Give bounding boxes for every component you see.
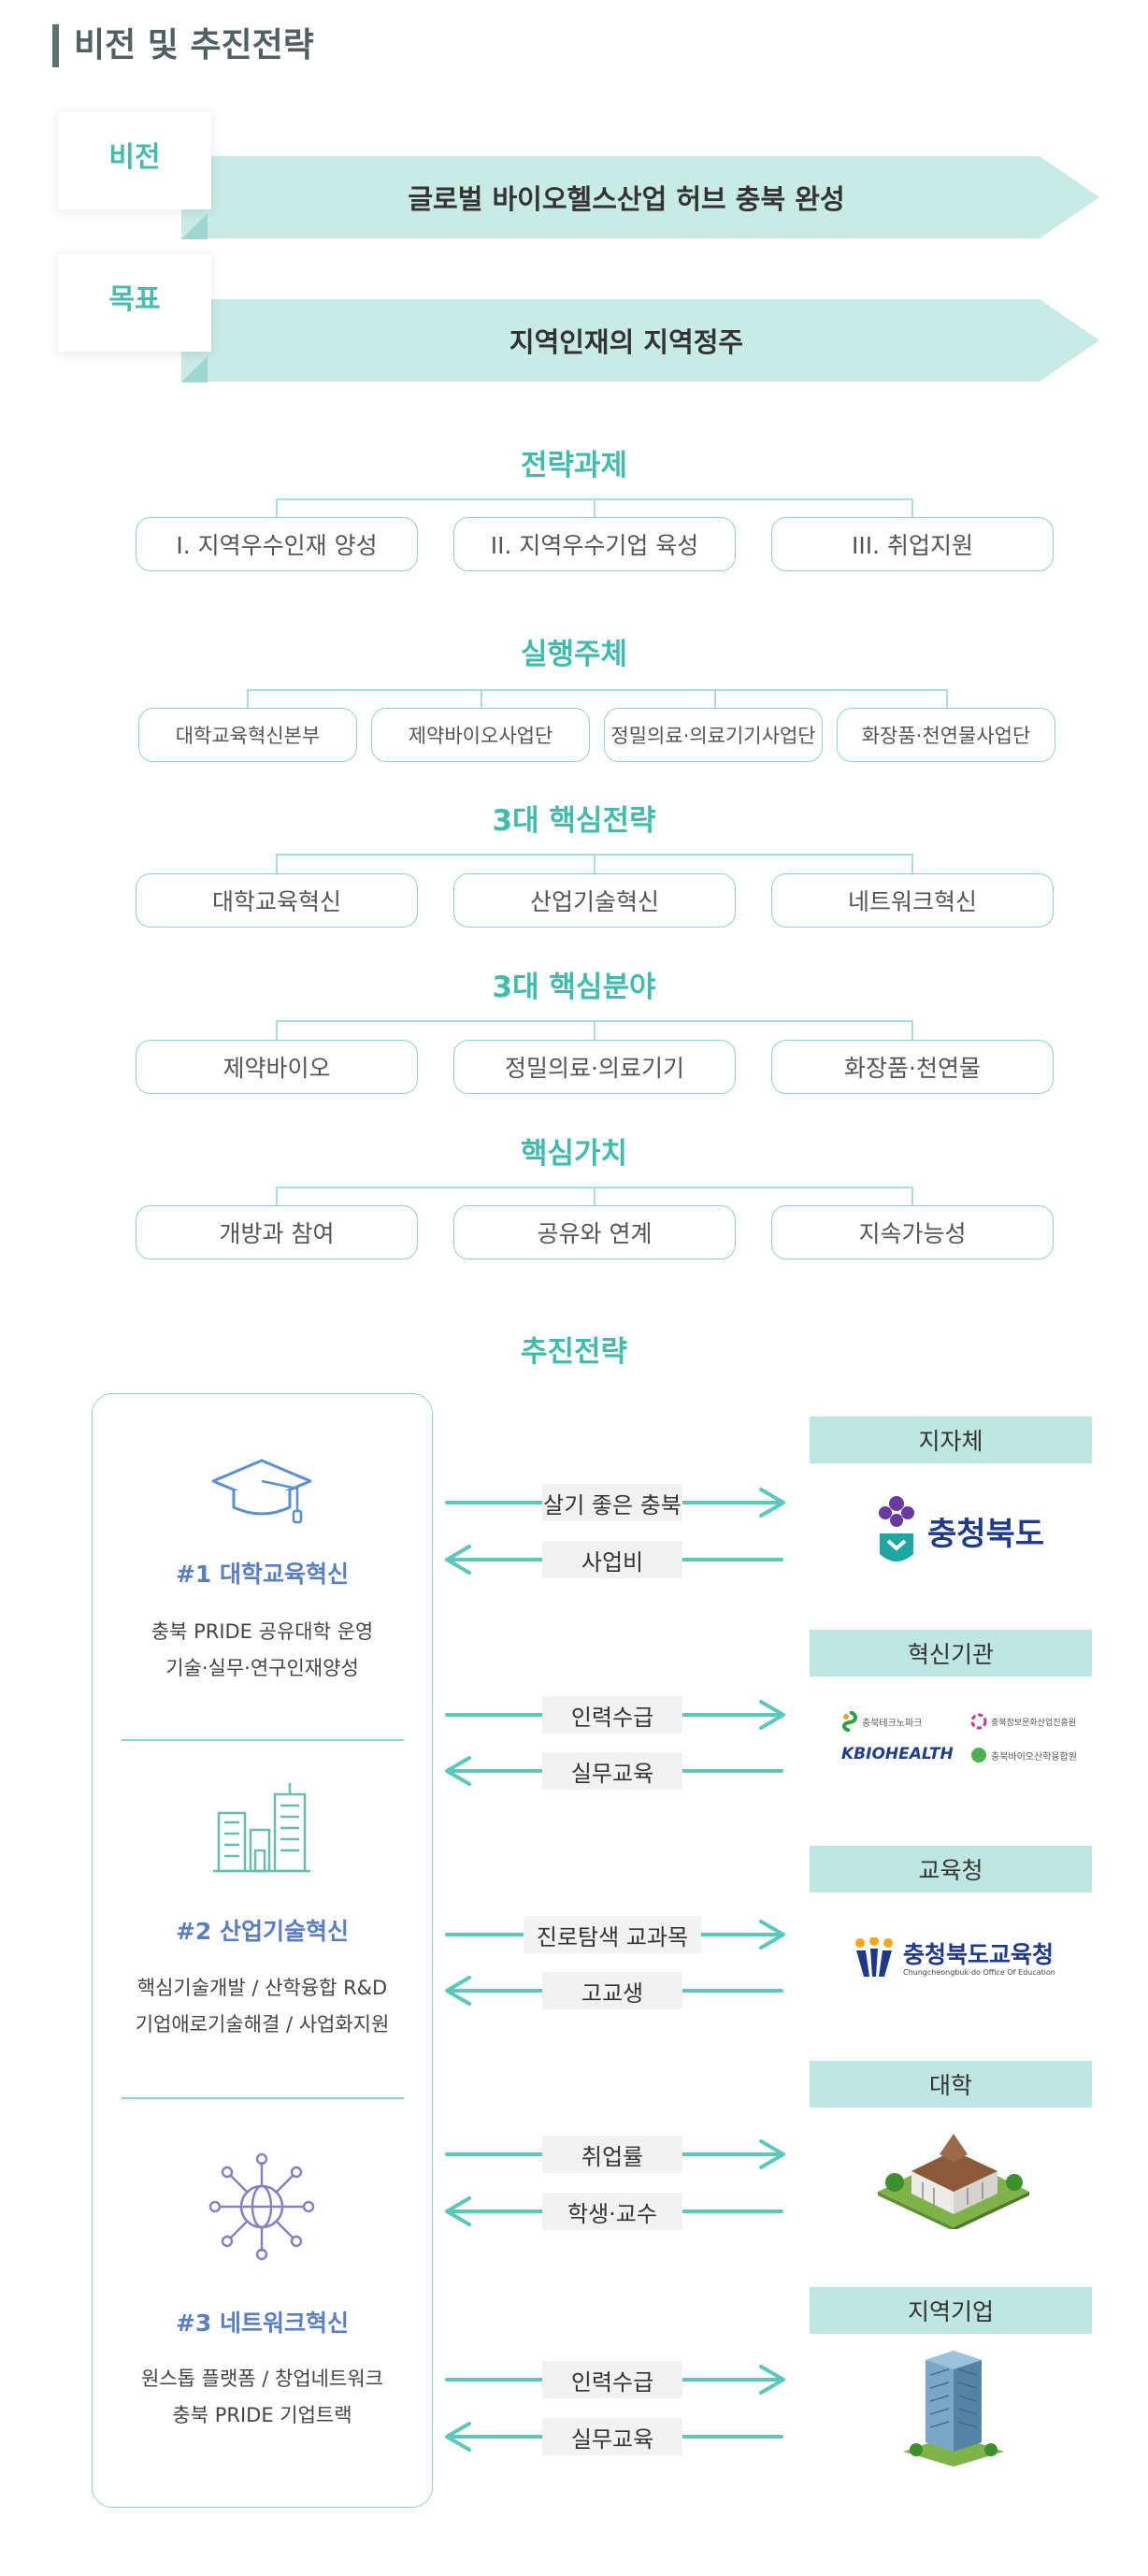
logo-text: 충북정보문화산업진흥원 xyxy=(991,1718,1077,1728)
partner-header: 혁신기관 xyxy=(810,1630,1092,1677)
executor-pill: 정밀의료·의료기기사업단 xyxy=(604,708,823,762)
executors-title: 실행주체 xyxy=(520,638,628,671)
graduation-cap-icon xyxy=(211,1459,312,1524)
executor-pill: 제약바이오사업단 xyxy=(371,708,590,762)
goal-banner: 지역인재의 지역정주 xyxy=(181,299,1099,381)
logo-text: 충북테크노파크 xyxy=(862,1718,923,1729)
chungbuk-logo: 충청북도 xyxy=(877,1494,1044,1567)
strategy-2-line-2: 기업애로기술해결 / 사업화지원 xyxy=(135,2013,390,2036)
education-office-text: 충청북도교육청 Chungcheongbuk-do Office Of Educ… xyxy=(903,1940,1055,1977)
logo-chungbuk-bio-alliance: 충북바이오산학융합원 xyxy=(970,1747,1077,1763)
technopark-icon xyxy=(842,1711,857,1732)
buildings-icon xyxy=(213,1783,310,1873)
education-office-logo: 충청북도교육청 Chungcheongbuk-do Office Of Educ… xyxy=(853,1937,1055,1980)
logo-chungbuk-technopark: 충북테크노파크 xyxy=(841,1711,922,1732)
core-value-pill: 지속가능성 xyxy=(771,1205,1054,1259)
core-value-pill: 공유와 연계 xyxy=(453,1205,736,1259)
strategy-1-line-2: 기술·실무·연구인재양성 xyxy=(165,1657,359,1679)
vision-banner: 글로벌 바이오헬스산업 허브 충북 완성 xyxy=(181,156,1099,238)
strategy-1-line-1: 충북 PRIDE 공유대학 운영 xyxy=(151,1620,374,1643)
strategy-3-line-2: 충북 PRIDE 기업트랙 xyxy=(172,2404,352,2426)
logo-kbiohealth: KBIOHEALTH xyxy=(841,1745,954,1763)
education-office-english: Chungcheongbuk-do Office Of Education xyxy=(903,1967,1055,1977)
partner-header: 지역기업 xyxy=(810,2287,1092,2334)
university-building-icon xyxy=(878,2134,1029,2229)
core-field-pill: 제약바이오 xyxy=(136,1040,418,1094)
flow-label-from: 사업비 xyxy=(542,1541,682,1578)
core-field-pill: 화장품·천연물 xyxy=(771,1040,1054,1094)
partner-header: 교육청 xyxy=(810,1846,1092,1892)
promotion-title: 추진전략 xyxy=(520,1335,628,1369)
core-fields-title: 3대 핵심분야 xyxy=(492,971,656,1004)
goal-text: 지역인재의 지역정주 xyxy=(509,326,744,358)
flow-label-to: 취업률 xyxy=(542,2136,682,2173)
vision-text: 글로벌 바이오헬스산업 허브 충북 완성 xyxy=(408,183,845,215)
core-value-pill: 개방과 참여 xyxy=(136,1205,418,1259)
vision-label: 비전 xyxy=(58,112,211,209)
partner-header: 대학 xyxy=(810,2061,1092,2108)
flow-label-from: 고교생 xyxy=(542,1972,682,2009)
partner-header: 지자체 xyxy=(810,1417,1092,1463)
core-strategy-pill: 산업기술혁신 xyxy=(453,873,736,928)
strategic-task-pill: II. 지역우수기업 육성 xyxy=(453,517,736,571)
strategy-2-line-1: 핵심기술개발 / 산학융합 R&D xyxy=(136,1977,388,1999)
education-office-emblem-icon xyxy=(855,1937,893,1977)
core-strategies-title: 3대 핵심전략 xyxy=(492,804,656,838)
ring-logo-icon xyxy=(970,1713,987,1730)
flow-label-to: 인력수급 xyxy=(542,1696,682,1734)
core-strategy-pill: 네트워크혁신 xyxy=(771,873,1054,928)
goal-label: 목표 xyxy=(58,254,211,352)
core-field-pill: 정밀의료·의료기기 xyxy=(453,1040,736,1094)
flow-label-from: 학생·교수 xyxy=(542,2193,682,2230)
flow-label-from: 실무교육 xyxy=(542,1752,682,1790)
strategic-task-pill: I. 지역우수인재 양성 xyxy=(136,517,418,571)
innovation-institutes-logos: 충북테크노파크 충북정보문화산업진흥원 KBIOHEALTH 충북바이오산학융합… xyxy=(839,1707,1092,1773)
core-strategy-pill: 대학교육혁신 xyxy=(136,873,418,928)
executor-pill: 화장품·천연물사업단 xyxy=(837,708,1055,762)
strategy-divider xyxy=(122,2097,404,2099)
executor-pill: 대학교육혁신본부 xyxy=(138,708,357,762)
bio-logo-icon xyxy=(971,1748,986,1763)
network-globe-icon xyxy=(208,2152,315,2261)
goal-fold xyxy=(181,356,208,382)
strategy-2-title: #2 산업기술혁신 xyxy=(175,1918,350,1945)
strategy-3-title: #3 네트워크혁신 xyxy=(175,2310,350,2337)
logo-chungbuk-ict-agency: 충북정보문화산업진흥원 xyxy=(970,1713,1076,1730)
office-tower-icon xyxy=(903,2351,1004,2467)
chungbuk-logo-text: 충청북도 xyxy=(927,1515,1045,1553)
flow-label-to: 진로탐색 교과목 xyxy=(524,1916,701,1953)
strategy-3-line-1: 원스톱 플랫폼 / 창업네트워크 xyxy=(141,2367,383,2390)
core-values-title: 핵심가치 xyxy=(520,1137,628,1171)
vision-fold xyxy=(181,213,208,239)
strategy-panel xyxy=(92,1393,433,2508)
logo-text: 충북바이오산학융합원 xyxy=(991,1751,1077,1763)
strategic-tasks-title: 전략과제 xyxy=(520,449,628,482)
strategy-divider xyxy=(122,1739,404,1741)
flow-label-to: 인력수급 xyxy=(542,2361,682,2398)
education-office-name: 충청북도교육청 xyxy=(903,1940,1055,1968)
strategic-task-pill: III. 취업지원 xyxy=(771,517,1054,571)
page-title: 비전 및 추진전략 xyxy=(52,24,314,67)
flow-label-from: 실무교육 xyxy=(542,2418,682,2455)
chungbuk-emblem-icon xyxy=(879,1496,914,1561)
flow-label-to: 살기 좋은 충북 xyxy=(542,1484,682,1521)
strategy-1-title: #1 대학교육혁신 xyxy=(175,1561,350,1588)
